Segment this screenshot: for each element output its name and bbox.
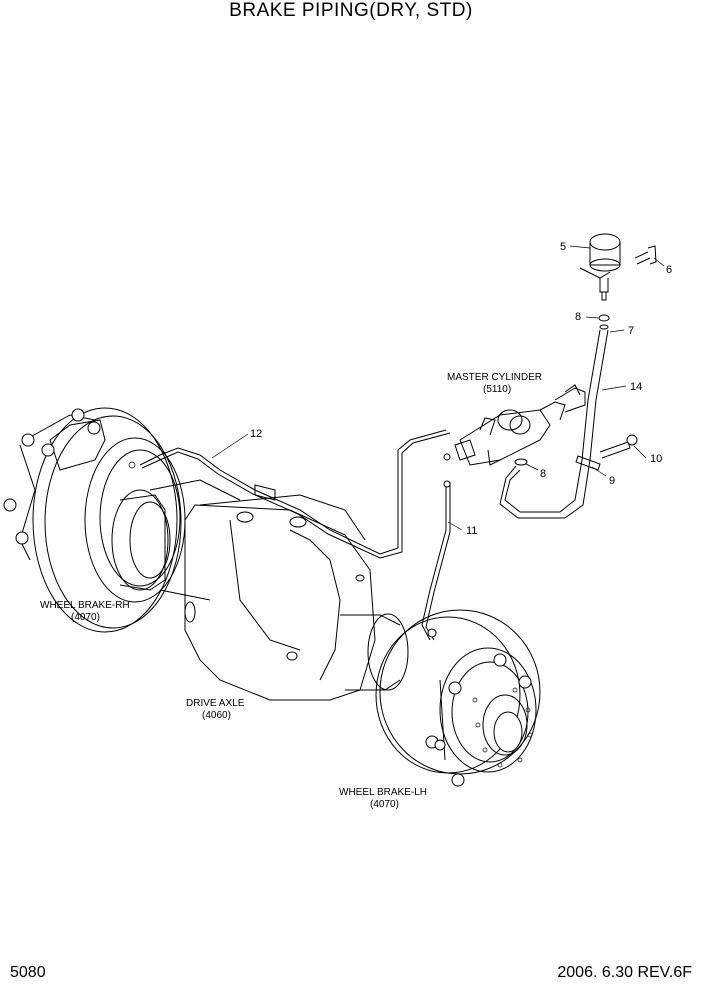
- drive-axle-code: (4060): [202, 710, 231, 721]
- wheel-brake-lh-label: WHEEL BRAKE-LH: [339, 787, 427, 798]
- callout-5: 5: [560, 241, 566, 253]
- callout-11: 11: [466, 525, 477, 537]
- pipes-drawing: [139, 329, 638, 641]
- wheel-brake-lh-code: (4070): [370, 799, 399, 810]
- callout-14: 14: [630, 381, 642, 393]
- callout-12: 12: [250, 428, 262, 440]
- page-number: 5080: [10, 964, 46, 981]
- wheel-brake-rh-label: WHEEL BRAKE-RH: [40, 600, 130, 611]
- master-cylinder-label: MASTER CYLINDER: [447, 372, 542, 383]
- reservoir-drawing: [579, 233, 657, 330]
- callout-6: 6: [666, 264, 672, 276]
- master-cylinder-drawing: [454, 384, 586, 466]
- callout-10: 10: [650, 453, 662, 465]
- page-title: BRAKE PIPING(DRY, STD): [229, 0, 473, 21]
- callout-8-upper: 8: [575, 311, 581, 323]
- drive-axle-label: DRIVE AXLE: [186, 698, 245, 709]
- wheel-brake-lh-drawing: [375, 609, 541, 787]
- wheel-brake-rh-drawing: [3, 407, 186, 633]
- callout-8-lower: 8: [540, 468, 546, 480]
- revision-date: 2006. 6.30 REV.6F: [557, 964, 692, 981]
- drive-axle-drawing: [149, 479, 409, 701]
- wheel-brake-rh-code: (4070): [71, 612, 100, 623]
- master-cylinder-code: (5110): [483, 384, 511, 395]
- callout-7: 7: [628, 325, 634, 337]
- callout-9: 9: [609, 475, 615, 487]
- leader-lines: [211, 245, 665, 531]
